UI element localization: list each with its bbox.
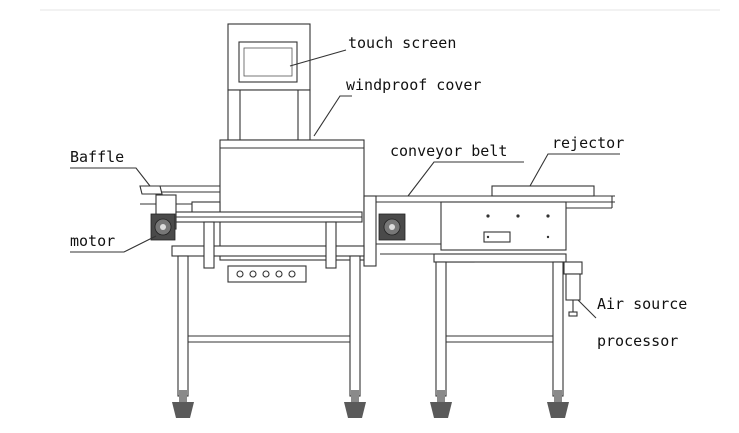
- rejector: [491, 185, 613, 209]
- label-rejector: rejector: [552, 134, 624, 152]
- feet: [172, 390, 569, 418]
- baffle: [139, 185, 163, 195]
- windproof-cover: [219, 139, 365, 261]
- label-motor: motor: [70, 232, 115, 250]
- label-processor: processor: [597, 332, 678, 350]
- label-conveyor-belt: conveyor belt: [390, 142, 507, 160]
- left-frame: [171, 221, 365, 397]
- label-windproof-cover: windproof cover: [346, 76, 481, 94]
- foot-1: [172, 390, 194, 418]
- leader-lines: [70, 49, 620, 319]
- touch-screen-unit: [227, 23, 311, 141]
- motor-left: [150, 213, 176, 241]
- label-baffle: Baffle: [70, 148, 124, 166]
- reject-cabinet: [440, 201, 567, 251]
- label-air-source: Air source: [597, 295, 687, 313]
- foot-3: [430, 390, 452, 418]
- foot-4: [547, 390, 569, 418]
- foot-2: [344, 390, 366, 418]
- label-touch-screen: touch screen: [348, 34, 456, 52]
- motor-right: [378, 213, 406, 241]
- right-frame: [433, 253, 567, 397]
- air-source-processor: [563, 261, 583, 317]
